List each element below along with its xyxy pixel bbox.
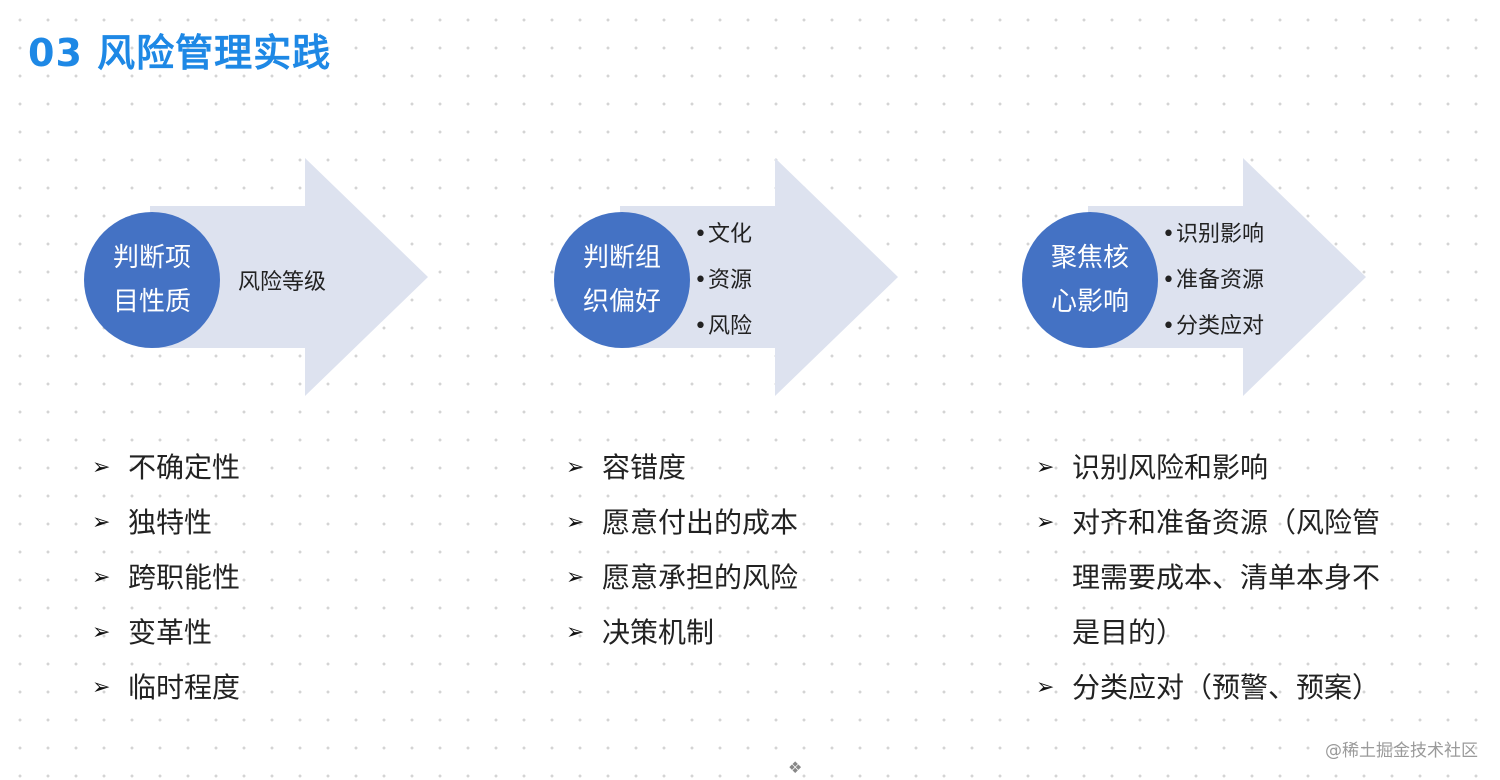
list-item: ➢对齐和准备资源（风险管理需要成本、清单本身不是目的） <box>1036 495 1386 660</box>
stage-3: 聚焦核心影响 •识别影响 •准备资源 •分类应对 ➢识别风险和影响 ➢对齐和准备… <box>1018 0 1418 780</box>
arrow-bullet-icon: ➢ <box>92 510 111 535</box>
arrow-bullet-icon: ➢ <box>92 675 111 700</box>
stage-3-bullets: •识别影响 •准备资源 •分类应对 <box>1162 212 1264 350</box>
stage-1-arrow <box>150 158 428 396</box>
stage-3-list: ➢识别风险和影响 ➢对齐和准备资源（风险管理需要成本、清单本身不是目的） ➢分类… <box>1036 440 1386 715</box>
arrow-bullet-icon: ➢ <box>1036 510 1055 535</box>
arrow-bullet-icon: ➢ <box>92 565 111 590</box>
list-item: ➢分类应对（预警、预案） <box>1036 660 1386 715</box>
arrow-bullet-icon: ➢ <box>92 620 111 645</box>
stage-2-list: ➢容错度 ➢愿意付出的成本 ➢愿意承担的风险 ➢决策机制 <box>566 440 866 660</box>
list-item: ➢变革性 <box>92 605 392 660</box>
stage-2-circle: 判断组织偏好 <box>554 212 690 348</box>
stage-2: 判断组织偏好 •文化 •资源 •风险 ➢容错度 ➢愿意付出的成本 ➢愿意承担的风… <box>550 0 910 780</box>
list-item: ➢愿意承担的风险 <box>566 550 866 605</box>
arrow-bullet-icon: ➢ <box>566 455 585 480</box>
stage-2-circle-label: 判断组织偏好 <box>582 243 661 317</box>
list-item: ➢临时程度 <box>92 660 392 715</box>
bullet-icon: • <box>1162 314 1175 339</box>
bullet-item: •识别影响 <box>1162 212 1264 258</box>
arrow-bullet-icon: ➢ <box>92 455 111 480</box>
bullet-item: •风险 <box>694 304 752 350</box>
list-item: ➢跨职能性 <box>92 550 392 605</box>
list-item: ➢不确定性 <box>92 440 392 495</box>
stage-3-circle: 聚焦核心影响 <box>1022 212 1158 348</box>
bullet-icon: • <box>694 314 707 339</box>
watermark: @稀土掘金技术社区 <box>1325 741 1478 761</box>
arrow-bullet-icon: ➢ <box>566 510 585 535</box>
stage-2-arrow <box>620 158 898 396</box>
stage-3-arrow <box>1088 158 1366 396</box>
list-item: ➢决策机制 <box>566 605 866 660</box>
bullet-item: •文化 <box>694 212 752 258</box>
stage-1-circle: 判断项目性质 <box>84 212 220 348</box>
bullet-icon: • <box>1162 268 1175 293</box>
arrow-bullet-icon: ➢ <box>1036 675 1055 700</box>
bullet-item: •准备资源 <box>1162 258 1264 304</box>
bullet-item: •分类应对 <box>1162 304 1264 350</box>
stage-3-circle-label: 聚焦核心影响 <box>1050 243 1129 317</box>
bullet-icon: • <box>1162 222 1175 247</box>
stage-1-arrow-label: 风险等级 <box>238 270 327 295</box>
slide-logo-icon: ❖ <box>788 758 803 777</box>
stage-1-list: ➢不确定性 ➢独特性 ➢跨职能性 ➢变革性 ➢临时程度 <box>92 440 392 715</box>
arrow-bullet-icon: ➢ <box>566 565 585 590</box>
arrow-bullet-icon: ➢ <box>1036 455 1055 480</box>
stage-1: 判断项目性质 风险等级 ➢不确定性 ➢独特性 ➢跨职能性 ➢变革性 ➢临时程度 <box>80 0 440 780</box>
arrow-bullet-icon: ➢ <box>566 620 585 645</box>
bullet-icon: • <box>694 268 707 293</box>
stage-2-bullets: •文化 •资源 •风险 <box>694 212 752 350</box>
list-item: ➢愿意付出的成本 <box>566 495 866 550</box>
bullet-icon: • <box>694 222 707 247</box>
bullet-item: •资源 <box>694 258 752 304</box>
list-item: ➢识别风险和影响 <box>1036 440 1386 495</box>
page-title: 03 风险管理实践 <box>28 31 332 75</box>
stage-1-circle-label: 判断项目性质 <box>112 243 191 317</box>
list-item: ➢独特性 <box>92 495 392 550</box>
list-item: ➢容错度 <box>566 440 866 495</box>
